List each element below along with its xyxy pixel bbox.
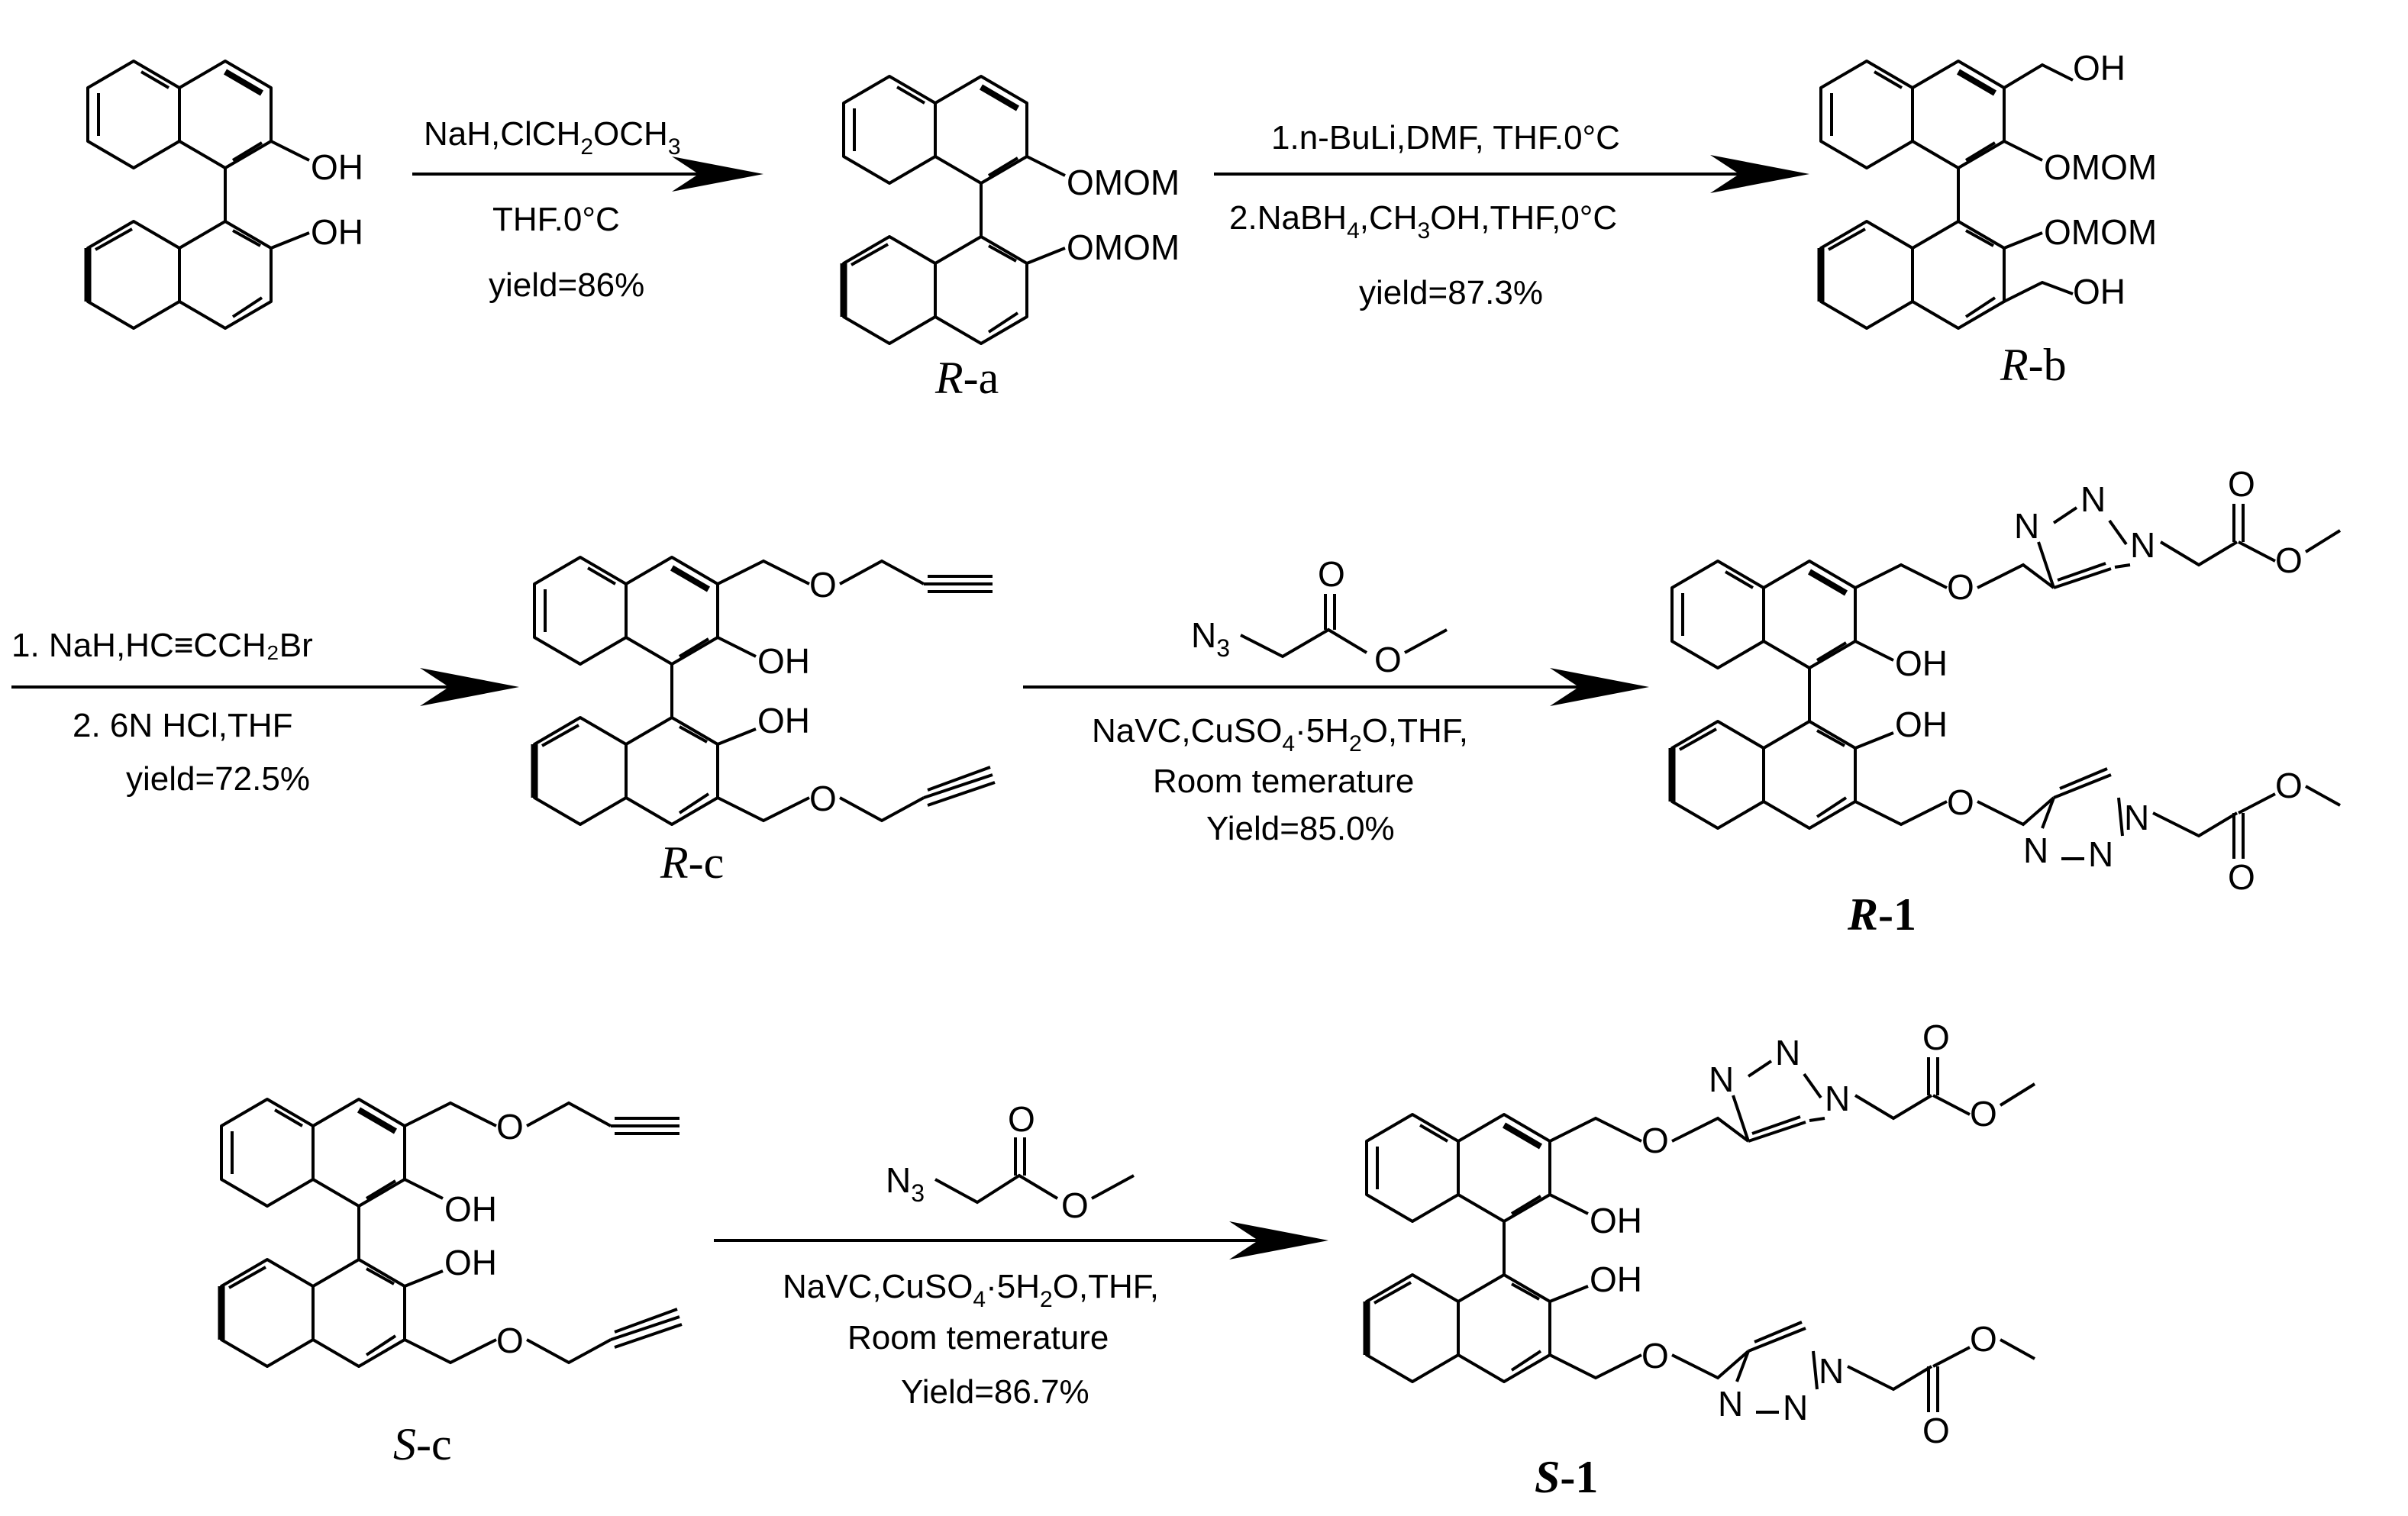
s1-triazole-n1-lower: N — [1718, 1384, 1743, 1424]
r1-triazole-n2-lower: N — [2088, 834, 2113, 874]
label-r1: R-1 — [1847, 889, 1916, 940]
compound-s1-structure: O N N N O O OH OH O — [1367, 1018, 2036, 1450]
ra-omom-lower: OMOM — [1067, 227, 1180, 267]
r1-triazole-n1-lower: N — [2023, 831, 2048, 870]
r1-triazole-n1-upper: N — [2014, 506, 2039, 546]
r1-oh-upper: OH — [1895, 643, 1948, 683]
azide-reagent-step4: N3 O O — [1191, 554, 1448, 679]
sc-o-lower: O — [496, 1321, 524, 1360]
azide-ester-o-step5: O — [1061, 1185, 1089, 1225]
rc-o-lower: O — [809, 779, 837, 818]
s1-oh-upper: OH — [1590, 1201, 1642, 1240]
label-s1: S-1 — [1535, 1452, 1598, 1502]
azide-reagent-step5: N3 O O — [886, 1099, 1135, 1225]
s1-o-upper: O — [1641, 1121, 1669, 1160]
binol-oh-upper: OH — [311, 147, 363, 187]
label-ra: R-a — [934, 353, 999, 403]
s1-carbonyl-o-upper: O — [1922, 1018, 1950, 1057]
step1-reagents: NaH,ClCH2OCH3 — [424, 115, 681, 160]
binol-oh-lower: OH — [311, 212, 363, 252]
step4-yield: Yield=85.0% — [1206, 810, 1395, 847]
step4-conditions: NaVC,CuSO4·5H2O,THF, — [1092, 712, 1468, 756]
step2-yield: yield=87.3% — [1359, 274, 1543, 311]
rc-oh-lower: OH — [757, 701, 810, 740]
r1-ester-o-upper: O — [2275, 540, 2303, 580]
rc-oh-upper: OH — [757, 641, 810, 681]
rc-o-upper: O — [809, 565, 837, 605]
r1-o-lower: O — [1947, 782, 1974, 822]
r1-triazole-n2-upper: N — [2080, 479, 2106, 519]
arrow-step4 — [1023, 668, 1649, 706]
step4-conditions2: Room temerature — [1153, 763, 1414, 800]
label-rb: R-b — [2000, 340, 2067, 390]
s1-triazole-n3-upper: N — [1825, 1079, 1850, 1118]
sc-o-upper: O — [496, 1107, 524, 1147]
s1-ester-o-upper: O — [1970, 1094, 1997, 1134]
s1-triazole-n1-upper: N — [1709, 1060, 1734, 1099]
label-rc: R-c — [660, 837, 724, 888]
ra-omom-upper: OMOM — [1067, 163, 1180, 202]
r1-carbonyl-o-lower: O — [2228, 857, 2255, 897]
s1-triazole-n2-upper: N — [1775, 1033, 1800, 1072]
step1-yield: yield=86% — [489, 266, 644, 304]
compound-ra-structure: OMOM OMOM — [844, 76, 1180, 344]
rb-omom-lower: OMOM — [2044, 212, 2157, 252]
r1-carbonyl-o-upper: O — [2228, 464, 2255, 504]
arrow-step1 — [412, 156, 763, 192]
azide-carbonyl-o-step4: O — [1318, 554, 1345, 594]
step3-line2: 2. 6N HCl,THF — [73, 707, 292, 744]
s1-o-lower: O — [1641, 1336, 1669, 1376]
azide-n3-step5: N3 — [886, 1160, 925, 1207]
step5-conditions: NaVC,CuSO4·5H2O,THF, — [783, 1268, 1159, 1312]
step1-solvent: THF.0°C — [492, 201, 620, 238]
s1-carbonyl-o-lower: O — [1922, 1411, 1950, 1450]
compound-rb-structure: OH OMOM OMOM OH — [1821, 48, 2157, 328]
r1-o-upper: O — [1947, 567, 1974, 607]
step3-line1: 1. NaH,HC≡CCH₂Br — [11, 627, 313, 664]
compound-r1-structure: O N N N O O OH OH O — [1672, 464, 2342, 897]
arrow-step3 — [11, 668, 519, 706]
arrow-step5 — [714, 1221, 1328, 1260]
r1-ester-o-lower: O — [2275, 766, 2303, 805]
s1-oh-lower: OH — [1590, 1260, 1642, 1299]
sc-oh-lower: OH — [444, 1243, 497, 1282]
s1-ester-o-lower: O — [1970, 1319, 1997, 1359]
step5-conditions2: Room temerature — [847, 1319, 1109, 1356]
arrow-step2 — [1214, 155, 1809, 193]
label-sc: S-c — [393, 1419, 452, 1469]
sc-oh-upper: OH — [444, 1189, 497, 1229]
azide-carbonyl-o-step5: O — [1008, 1099, 1035, 1139]
step5-yield: Yield=86.7% — [901, 1373, 1089, 1411]
azide-ester-o-step4: O — [1374, 640, 1402, 679]
azide-n3-step4: N3 — [1191, 615, 1230, 662]
r1-triazole-n3-upper: N — [2130, 525, 2155, 565]
step3-yield: yield=72.5% — [126, 760, 310, 798]
s1-triazole-n2-lower: N — [1783, 1388, 1808, 1427]
compound-rc-structure: O OH OH O — [534, 557, 996, 824]
compound-sc-structure: O OH OH O — [221, 1099, 683, 1366]
s1-triazole-n3-lower: N — [1819, 1351, 1844, 1391]
r1-oh-lower: OH — [1895, 705, 1948, 744]
r1-triazole-n3-lower: N — [2124, 798, 2149, 837]
rb-oh-upper: OH — [2073, 48, 2126, 88]
step2-line2: 2.NaBH4,CH3OH,THF,0°C — [1229, 199, 1617, 244]
step2-line1: 1.n-BuLi,DMF, THF.0°C — [1271, 119, 1620, 156]
rb-oh-lower: OH — [2073, 272, 2126, 311]
binol-structure: OH OH — [88, 61, 363, 328]
rb-omom-upper: OMOM — [2044, 147, 2157, 187]
